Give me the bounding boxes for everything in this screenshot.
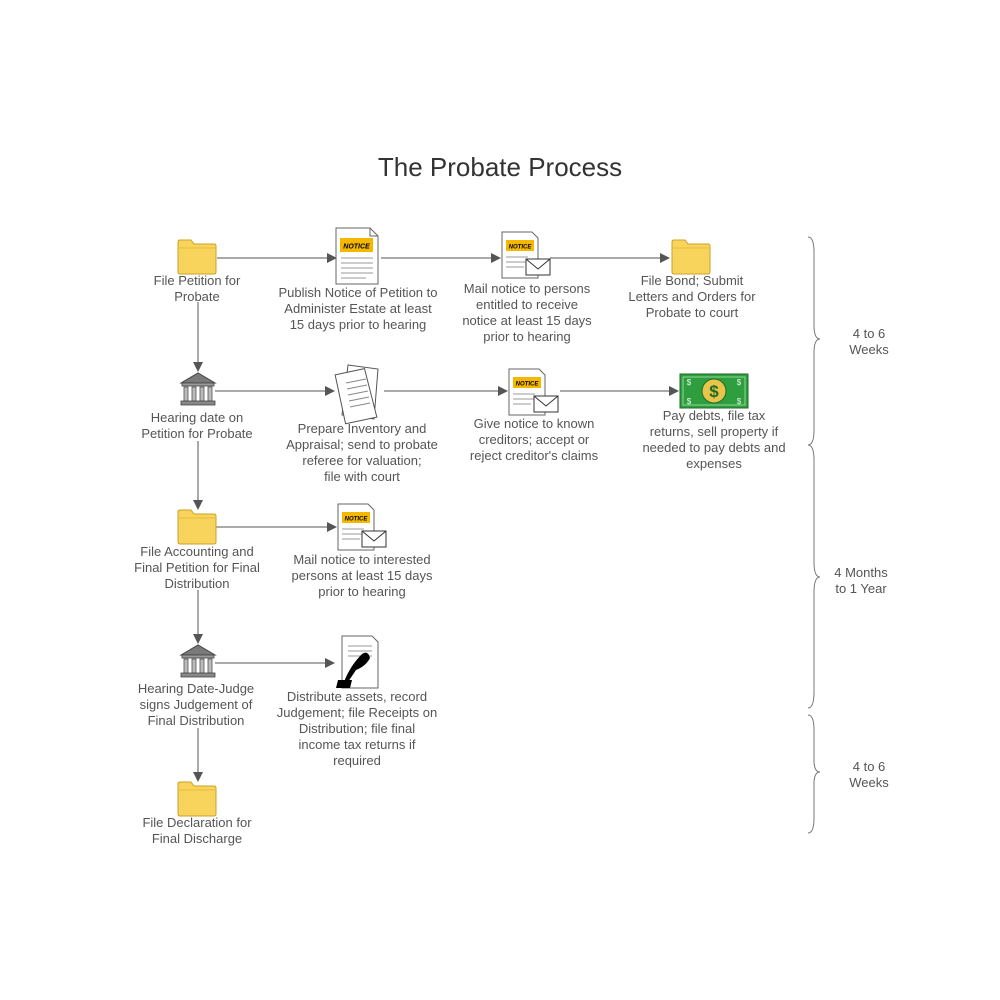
- step-mail-notice-persons: Mail notice to persons entitled to recei…: [462, 281, 592, 344]
- notice-document-icon: NOTICE: [335, 227, 379, 285]
- brace-phase1: [807, 236, 821, 446]
- folder-icon: [177, 239, 217, 275]
- svg-text:NOTICE: NOTICE: [509, 245, 533, 251]
- step-distribute-assets: Distribute assets, record Judgement; fil…: [276, 689, 438, 768]
- step-file-accounting: File Accounting and Final Petition for F…: [134, 544, 260, 591]
- step-file-bond: File Bond; Submit Letters and Orders for…: [628, 273, 756, 320]
- step-publish-notice: Publish Notice of Petition to Administer…: [278, 285, 438, 332]
- step-file-petition: File Petition for Probate: [153, 273, 241, 304]
- notice-mail-icon: NOTICE: [337, 503, 387, 551]
- folder-icon: [671, 239, 711, 275]
- brace-phase3: [807, 714, 821, 834]
- step-hearing-date: Hearing date on Petition for Probate: [141, 410, 253, 441]
- step-pay-debts: Pay debts, file tax returns, sell proper…: [642, 408, 786, 471]
- svg-text:$: $: [709, 382, 719, 401]
- quill-document-icon: [336, 635, 379, 689]
- courthouse-icon: [180, 372, 216, 406]
- notice-mail-icon: NOTICE: [508, 368, 559, 416]
- step-prepare-inventory: Prepare Inventory and Appraisal; send to…: [286, 421, 438, 484]
- money-icon: $ $ $ $ $: [679, 373, 749, 409]
- timeline-phase2-label: 4 Months to 1 Year: [834, 565, 888, 596]
- folder-icon: [177, 509, 217, 545]
- courthouse-icon: [180, 644, 216, 678]
- step-give-notice-creditors: Give notice to known creditors; accept o…: [469, 416, 599, 463]
- connectors: [193, 253, 679, 782]
- documents-stack-icon: [334, 364, 379, 425]
- svg-text:$: $: [737, 378, 742, 387]
- timeline-braces: [807, 236, 821, 834]
- svg-text:$: $: [737, 397, 742, 406]
- page-title: The Probate Process: [377, 152, 623, 182]
- step-hearing-judge: Hearing Date-Judge signs Judgement of Fi…: [137, 681, 255, 728]
- svg-text:NOTICE: NOTICE: [345, 517, 369, 523]
- step-mail-notice-interested: Mail notice to interested persons at lea…: [291, 552, 433, 599]
- svg-text:$: $: [687, 397, 692, 406]
- folder-icon: [177, 781, 217, 817]
- notice-badge-text: NOTICE: [343, 244, 370, 251]
- brace-phase2: [807, 444, 821, 709]
- timeline-phase3-label: 4 to 6 Weeks: [849, 759, 889, 790]
- notice-mail-icon: NOTICE: [501, 231, 551, 279]
- svg-text:$: $: [687, 378, 692, 387]
- timeline-phase1-label: 4 to 6 Weeks: [849, 326, 889, 357]
- step-file-declaration: File Declaration for Final Discharge: [142, 815, 252, 846]
- svg-text:NOTICE: NOTICE: [516, 382, 540, 388]
